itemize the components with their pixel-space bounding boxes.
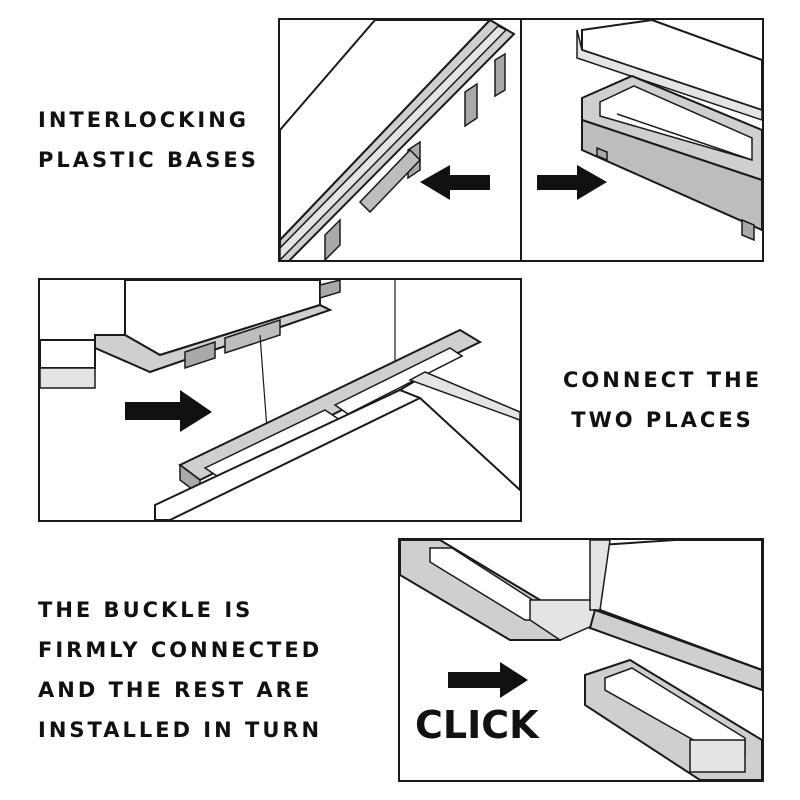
base-diagonal-illustration bbox=[280, 20, 516, 260]
panel-base-left bbox=[278, 18, 522, 262]
buckle-click-illustration bbox=[400, 540, 762, 780]
arrow-left-icon bbox=[420, 165, 490, 200]
caption-interlocking: INTERLOCKING PLASTIC BASES bbox=[38, 100, 259, 180]
caption-line: TWO PLACES bbox=[571, 408, 754, 432]
arrow-right-icon bbox=[125, 390, 212, 432]
caption-line: AND THE REST ARE bbox=[38, 678, 313, 702]
panel-connect bbox=[38, 278, 522, 522]
caption-line: CONNECT THE bbox=[563, 368, 763, 392]
caption-line: INSTALLED IN TURN bbox=[38, 718, 323, 742]
caption-buckle: THE BUCKLE IS FIRMLY CONNECTED AND THE R… bbox=[38, 590, 322, 750]
panel-base-right bbox=[520, 18, 764, 262]
caption-connect: CONNECT THE TWO PLACES bbox=[563, 360, 762, 440]
caption-line: FIRMLY CONNECTED bbox=[38, 638, 323, 662]
connect-illustration bbox=[40, 280, 520, 520]
base-open-illustration bbox=[537, 20, 762, 242]
caption-line: INTERLOCKING bbox=[38, 108, 250, 132]
caption-line: THE BUCKLE IS bbox=[38, 598, 254, 622]
click-label: CLICK bbox=[415, 703, 539, 747]
arrow-right-icon bbox=[448, 662, 528, 698]
panel-click bbox=[398, 538, 764, 782]
arrow-right-icon bbox=[537, 165, 607, 200]
caption-line: PLASTIC BASES bbox=[38, 148, 259, 172]
